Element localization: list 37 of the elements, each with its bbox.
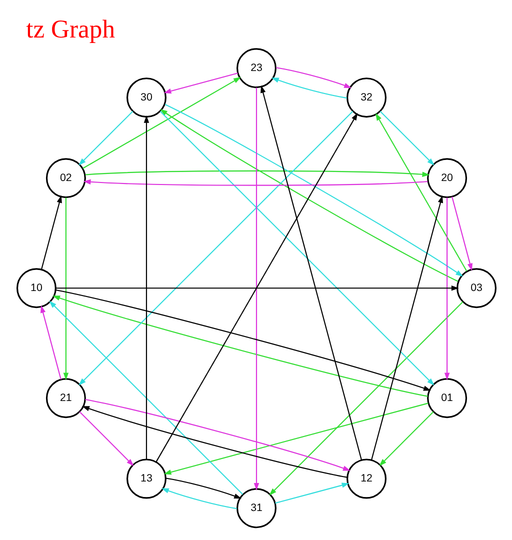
arrow bbox=[163, 72, 238, 94]
arrow bbox=[166, 478, 242, 499]
arrow bbox=[374, 113, 467, 272]
arrow bbox=[82, 77, 241, 169]
arrow bbox=[260, 85, 362, 460]
arrow bbox=[274, 482, 349, 504]
arrow bbox=[40, 195, 62, 270]
arrow bbox=[78, 110, 133, 166]
arrow bbox=[82, 179, 428, 186]
arrow bbox=[40, 305, 61, 380]
arrow bbox=[444, 198, 450, 380]
arrow bbox=[270, 78, 346, 99]
arrow bbox=[55, 286, 458, 291]
arrow bbox=[378, 411, 434, 466]
node-circle: 32 bbox=[346, 78, 386, 118]
arrow bbox=[268, 302, 463, 496]
diagram-title: tz Graph bbox=[26, 14, 115, 44]
arrow bbox=[78, 411, 134, 466]
arrow bbox=[253, 88, 259, 491]
arrow bbox=[379, 110, 434, 166]
arrow bbox=[370, 195, 443, 460]
arrow bbox=[62, 198, 68, 380]
arrow bbox=[159, 110, 434, 386]
arrow bbox=[143, 115, 149, 460]
node-circle: 23 bbox=[236, 48, 276, 88]
arrow bbox=[160, 488, 236, 510]
arrow bbox=[81, 406, 347, 478]
node-circle: 03 bbox=[456, 268, 496, 308]
arrow bbox=[48, 300, 243, 495]
arrow bbox=[276, 67, 352, 88]
arrow bbox=[84, 398, 350, 471]
arrow bbox=[163, 402, 428, 475]
arrow bbox=[155, 112, 358, 462]
arrow bbox=[451, 196, 472, 271]
arrow bbox=[78, 110, 353, 386]
arrow bbox=[84, 170, 430, 177]
node-circle: 30 bbox=[126, 78, 166, 118]
